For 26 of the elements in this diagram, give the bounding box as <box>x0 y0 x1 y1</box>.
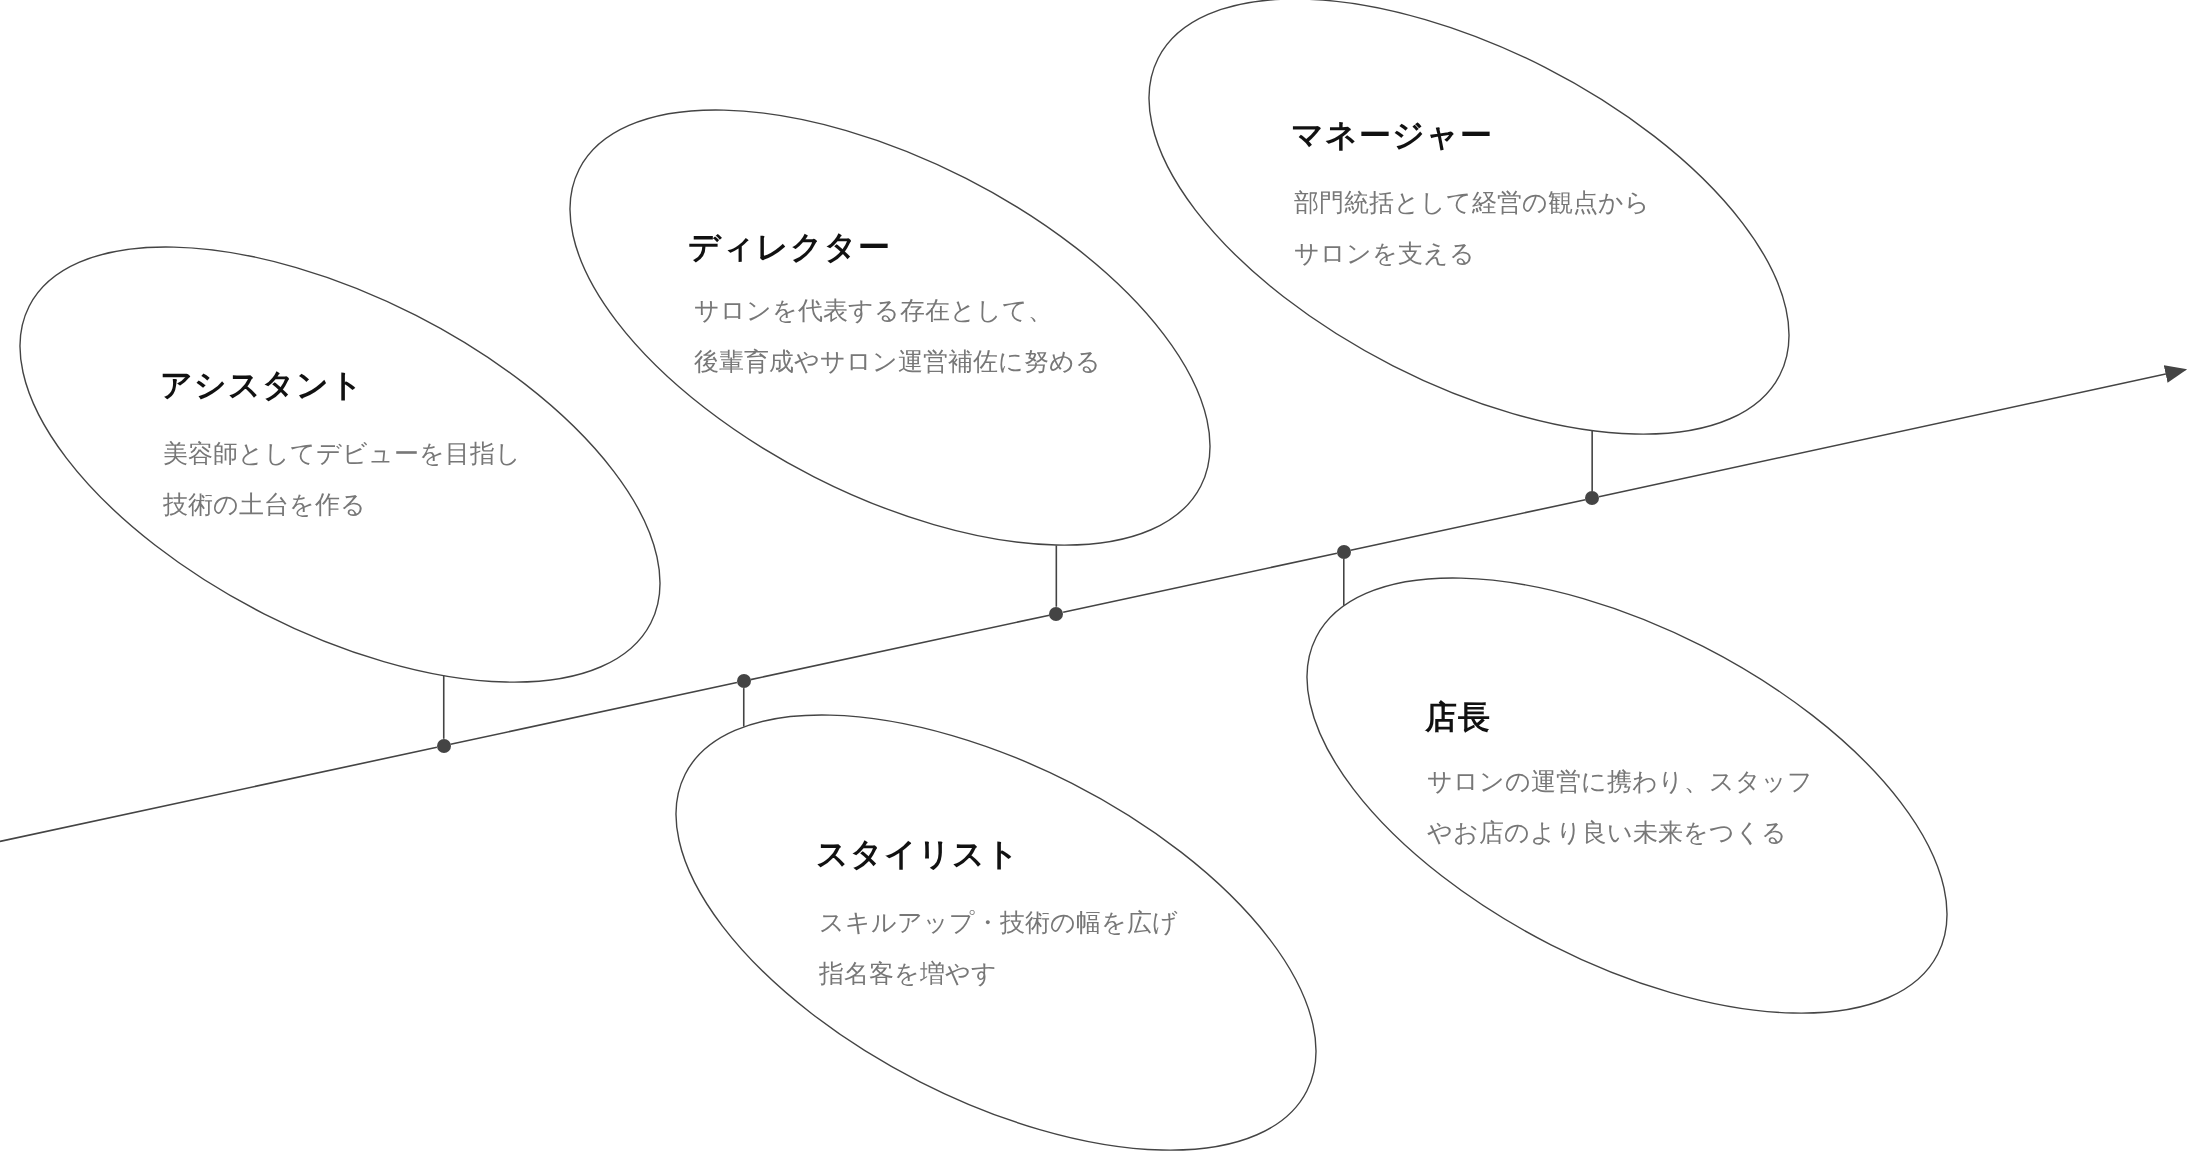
timeline-arrow <box>1598 365 2188 498</box>
stage-description: サロンを代表する存在として、後輩育成やサロン運営補佐に努める <box>693 294 1102 378</box>
timeline-line <box>1349 498 1587 552</box>
timeline-line <box>1062 552 1338 614</box>
stage-title: アシスタント <box>160 365 365 407</box>
timeline-dot <box>1049 606 1064 621</box>
connector-line <box>1343 557 1345 607</box>
timeline-dot <box>436 738 451 753</box>
timeline-dot <box>1336 544 1351 559</box>
timeline-dot <box>1585 491 1600 506</box>
timeline-line <box>449 681 738 746</box>
stage-description: 部門統括として経営の観点からサロンを支える <box>1293 187 1651 271</box>
stage-title: マネージャー <box>1290 115 1493 157</box>
connector-line <box>1055 544 1058 608</box>
stage-description: サロンの運営に携わり、スタッフやお店のより良い未来をつくる <box>1427 766 1815 850</box>
connector-line <box>442 674 445 740</box>
timeline-dot <box>736 674 751 689</box>
timeline-line <box>749 614 1051 681</box>
stage-title: スタイリスト <box>816 834 1021 876</box>
stage-title: 店長 <box>1424 697 1491 739</box>
connector-line <box>1591 429 1593 493</box>
timeline-line <box>0 746 438 843</box>
connector-line <box>742 687 745 728</box>
stage-title: ディレクター <box>687 227 891 269</box>
stage-description: 美容師としてデビューを目指し技術の土台を作る <box>163 438 523 522</box>
stage-description: スキルアップ・技術の幅を広げ指名客を増やす <box>819 907 1180 991</box>
